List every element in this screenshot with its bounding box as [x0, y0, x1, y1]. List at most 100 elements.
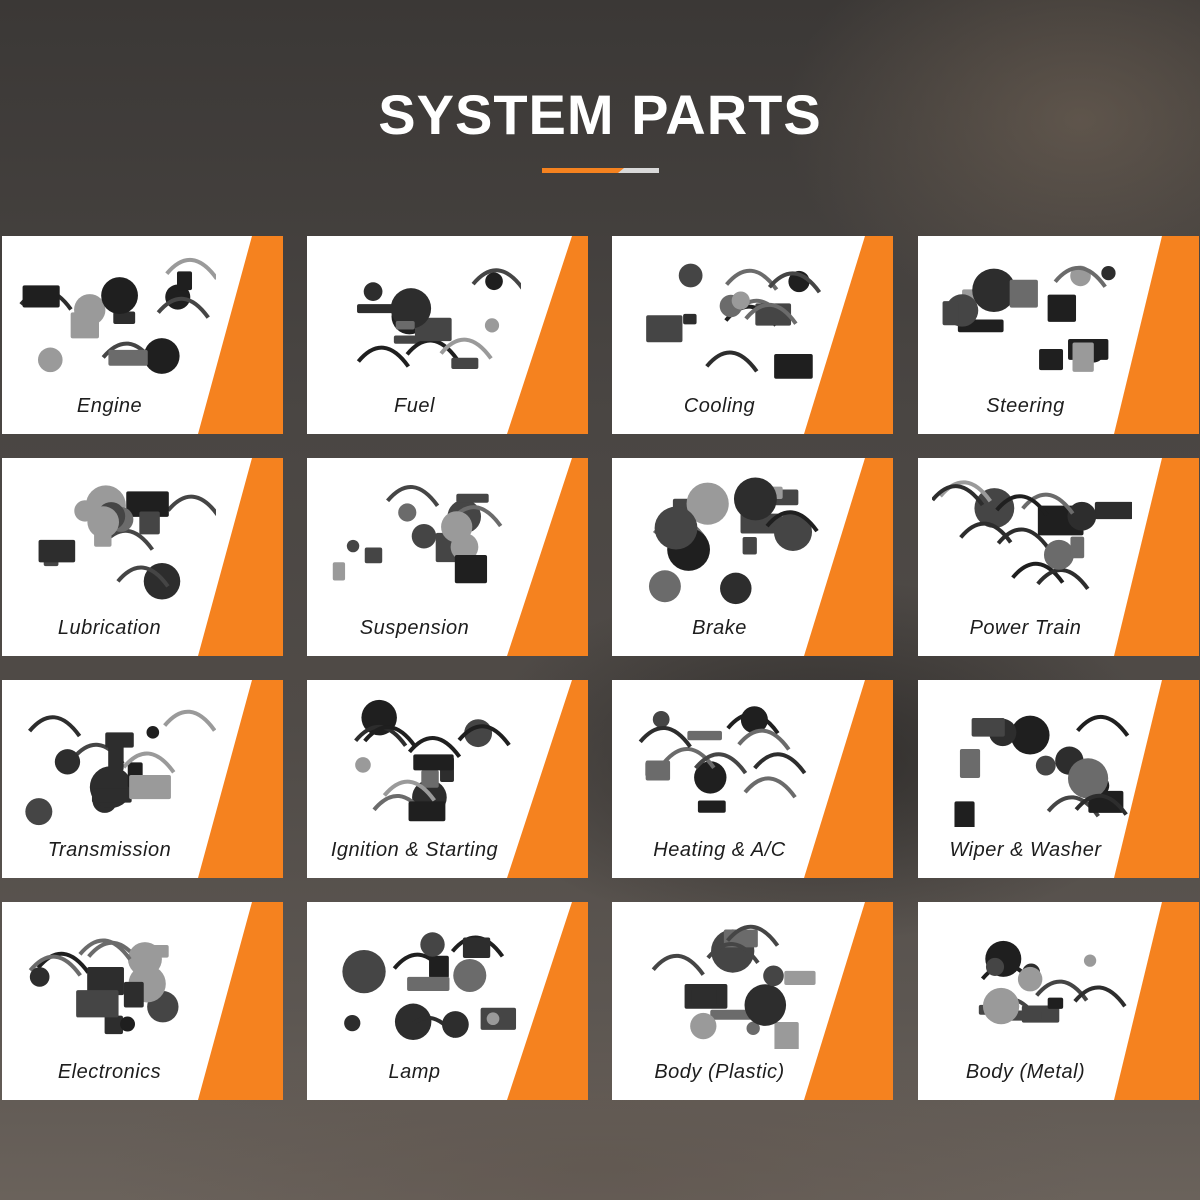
part-shape [774, 353, 813, 379]
category-label: Wiper & Washer [949, 839, 1102, 861]
part-shape [163, 709, 217, 732]
part-shape [344, 1015, 361, 1032]
part-shape [439, 337, 493, 360]
orange-stripe [804, 680, 893, 878]
part-shape [1076, 714, 1130, 737]
category-card-heating-a-c[interactable]: Heating & A/C [612, 680, 893, 878]
part-shape [76, 990, 119, 1018]
category-card-engine[interactable]: Engine [2, 236, 283, 434]
part-shape [87, 966, 124, 996]
ignition-parts-icon [321, 692, 521, 827]
part-shape [1047, 294, 1077, 322]
part-shape [982, 987, 1020, 1025]
category-card-wiper-washer[interactable]: Wiper & Washer [918, 680, 1199, 878]
part-shape [638, 725, 692, 748]
part-shape [342, 949, 386, 994]
part-shape [116, 565, 170, 588]
part-shape [763, 965, 784, 987]
part-shape [403, 1015, 457, 1038]
part-shape [726, 924, 780, 947]
part-shape [1036, 568, 1090, 591]
part-shape [38, 539, 76, 563]
part-shape [784, 970, 816, 985]
category-label: Suspension [359, 617, 470, 639]
part-shape [122, 751, 176, 774]
category-card-body-plastic[interactable]: Body (Plastic) [612, 902, 893, 1100]
part-shape [485, 272, 503, 291]
steering-parts-icon [932, 248, 1132, 383]
part-shape [694, 752, 748, 775]
part-shape [152, 944, 169, 958]
part-shape [36, 951, 90, 974]
category-card-power-train[interactable]: Power Train [918, 458, 1199, 656]
transmission-parts-icon [16, 692, 217, 827]
orange-stripe [198, 902, 283, 1100]
part-shape [744, 302, 798, 325]
part-shape [686, 482, 729, 525]
part-shape [648, 570, 681, 603]
part-shape [746, 1021, 760, 1036]
part-shape [407, 736, 462, 759]
part-shape [453, 958, 487, 993]
orange-stripe [198, 680, 283, 878]
part-shape [108, 740, 124, 771]
part-shape [356, 345, 411, 368]
power-train-parts-icon [930, 470, 1133, 605]
part-shape [108, 349, 148, 366]
category-label: Ignition & Starting [330, 839, 499, 861]
category-card-electronics[interactable]: Electronics [2, 902, 283, 1100]
part-shape [87, 506, 120, 538]
category-card-lubrication[interactable]: Lubrication [2, 458, 283, 656]
part-shape [985, 957, 1005, 976]
part-shape [996, 527, 1050, 550]
part-shape [355, 757, 371, 773]
part-shape [363, 282, 383, 301]
part-shape [28, 715, 82, 738]
category-label: Body (Plastic) [654, 1061, 785, 1083]
part-shape [733, 477, 777, 521]
orange-stripe [507, 236, 588, 434]
category-label: Brake [692, 617, 747, 639]
part-shape [753, 752, 807, 775]
category-card-fuel[interactable]: Fuel [307, 236, 588, 434]
part-shape [774, 1021, 799, 1051]
part-shape [742, 536, 757, 555]
part-shape [156, 296, 210, 319]
wiper-washer-parts-icon [932, 692, 1132, 830]
part-shape [364, 547, 383, 564]
category-card-ignition-starting[interactable]: Ignition & Starting [307, 680, 588, 878]
category-label: Cooling [683, 395, 756, 417]
part-shape [414, 317, 452, 342]
part-shape [392, 952, 446, 975]
part-shape [1073, 985, 1127, 1008]
part-shape [22, 285, 60, 308]
category-card-brake[interactable]: Brake [612, 458, 893, 656]
category-card-lamp[interactable]: Lamp [307, 902, 588, 1100]
category-label: Fuel [394, 395, 435, 417]
category-card-cooling[interactable]: Cooling [612, 236, 893, 434]
part-shape [1053, 265, 1107, 288]
part-shape [143, 338, 180, 374]
part-shape [691, 987, 717, 1005]
category-card-transmission[interactable]: Transmission [2, 680, 283, 878]
category-card-steering[interactable]: Steering [918, 236, 1199, 434]
part-shape [652, 710, 670, 728]
part-shape [395, 320, 415, 330]
orange-stripe [507, 458, 588, 656]
part-shape [91, 788, 132, 803]
part-shape [54, 749, 81, 775]
part-shape [29, 967, 50, 987]
part-shape [398, 503, 417, 522]
part-shape [767, 271, 822, 294]
part-shape [1101, 265, 1116, 281]
part-shape [484, 318, 500, 333]
part-shape [1067, 501, 1097, 531]
category-label: Power Train [969, 617, 1082, 639]
orange-stripe [1114, 236, 1199, 434]
category-card-body-metal[interactable]: Body (Metal) [918, 902, 1199, 1100]
part-shape [165, 257, 219, 280]
part-shape [471, 268, 525, 291]
category-card-suspension[interactable]: Suspension [307, 458, 588, 656]
part-shape [413, 754, 454, 771]
part-shape [959, 521, 1013, 544]
